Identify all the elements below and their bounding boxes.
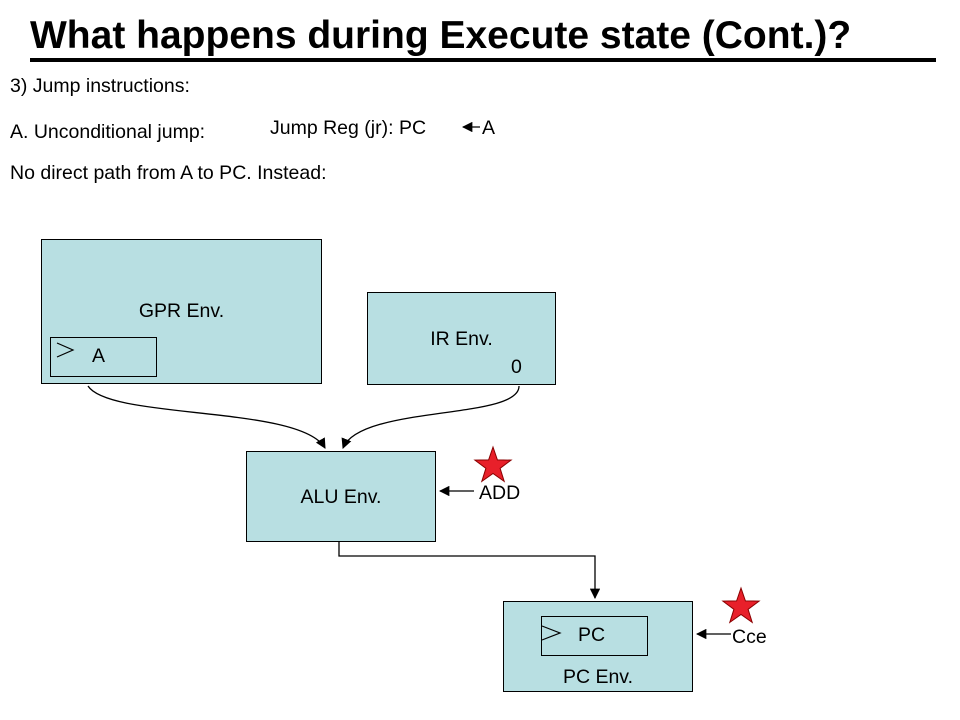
wire-alu-to-pc	[338, 542, 601, 600]
ir-env-box	[367, 292, 556, 385]
pc-ctrl-label: Cce	[732, 626, 767, 648]
jump-instructions-heading: 3) Jump instructions:	[10, 75, 190, 97]
gpr-env-label: GPR Env.	[138, 300, 225, 322]
star-icon-alu	[473, 445, 513, 483]
jump-reg-source: A	[482, 117, 496, 139]
alu-op-label: ADD	[479, 482, 521, 504]
register-a-label: A	[92, 345, 106, 367]
title-underline	[30, 58, 936, 62]
ir-env-label: IR Env.	[430, 328, 493, 350]
jump-reg-text: Jump Reg (jr): PC	[270, 117, 427, 139]
register-pc-label: PC	[578, 624, 606, 646]
register-pc-clock-icon	[541, 625, 562, 641]
register-pc	[541, 616, 648, 656]
unconditional-jump-label: A. Unconditional jump:	[10, 121, 206, 143]
ir-zero-value: 0	[511, 356, 522, 378]
slide-title: What happens during Execute state (Cont.…	[30, 14, 852, 57]
no-direct-path-text: No direct path from A to PC. Instead:	[10, 162, 327, 184]
pc-env-label: PC Env.	[562, 666, 634, 688]
register-a-clock-icon	[56, 342, 75, 358]
wire-a-to-alu	[87, 385, 326, 449]
alu-env-label: ALU Env.	[300, 486, 382, 508]
wire-ir-to-alu	[341, 385, 520, 449]
star-icon-pc	[721, 586, 761, 624]
alu-env-box	[246, 451, 436, 542]
register-a	[50, 337, 157, 377]
